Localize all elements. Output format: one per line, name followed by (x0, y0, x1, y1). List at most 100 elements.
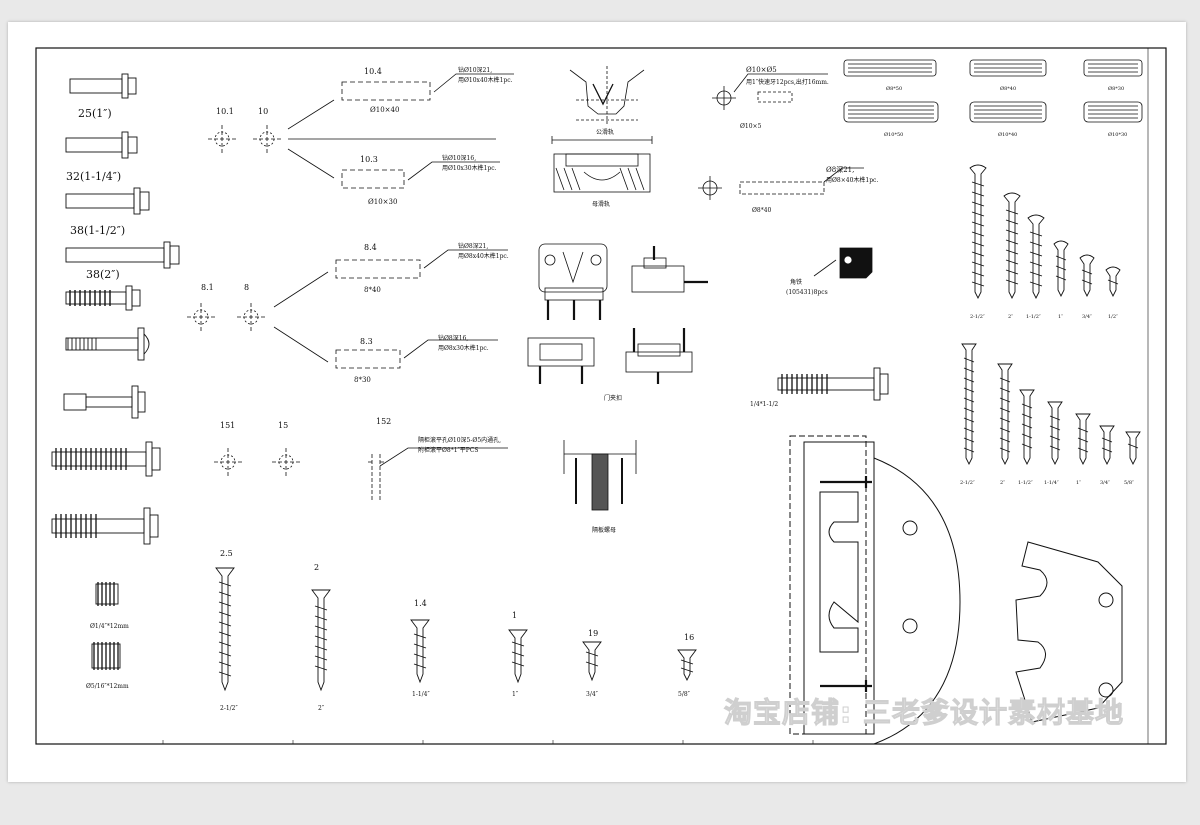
bolt-icon (65, 131, 138, 159)
dowel-note: 用Ø8x30木榫1pc. (438, 344, 489, 352)
screw-num: 16 (684, 633, 694, 642)
hardware-drawing: 25(1″) 32(1-1/4″) 38(1-1/2″) 38(2″) Ø1/4… (35, 47, 1167, 745)
wood-insert-bolt-icon (51, 507, 159, 545)
screw-icon (215, 567, 235, 692)
screw-icon (677, 649, 697, 682)
screw-icon (311, 589, 331, 692)
bracket-hole (902, 520, 918, 536)
dowel-outline (341, 81, 431, 101)
right-screws-upper (969, 164, 1121, 300)
screw-size: 2-1/2″ (220, 705, 239, 712)
cam-labels: Ø10×Ø5 用1″快速牙12pcs,出打16mm. Ø10×5 Ø8深21, … (740, 66, 878, 296)
screw-size: 3/4″ (586, 691, 599, 698)
screw-num: 1.4 (414, 599, 427, 608)
screw-icon (582, 641, 602, 682)
dowel-group-15 (214, 447, 508, 500)
corner-note: 角铁 (790, 278, 802, 286)
corner-note: (105431)8pcs (786, 289, 828, 296)
screw-icon (1003, 192, 1021, 300)
dowel-num: 152 (376, 417, 391, 426)
screw-size: 1″ (1076, 480, 1081, 486)
dowel-outline (341, 169, 405, 189)
screw-size: 3/4″ (1082, 314, 1092, 320)
crosshair-icon (272, 448, 300, 476)
hex-bolt-icon (777, 367, 889, 401)
screw-num: 2 (314, 563, 319, 572)
bolt-label: 25(1″) (78, 107, 112, 120)
dowel-dim: Ø10×30 (368, 198, 397, 206)
bracket-hole (1098, 592, 1114, 608)
dowel-outline (335, 259, 421, 279)
screw-icon (410, 619, 430, 684)
dowel-num: 8 (244, 283, 249, 292)
crosshair-icon (253, 125, 281, 153)
screw-size: 5/8″ (678, 691, 691, 698)
wood-dowel-label: Ø10*40 (998, 131, 1017, 138)
dowel-note: 钻Ø8深16, (438, 334, 468, 342)
female-rail-label: 母滑轨 (592, 200, 610, 208)
screw-icon (997, 363, 1013, 466)
cam-and-dowel (698, 73, 873, 279)
bolt-column (51, 73, 180, 670)
crosshair-icon (214, 448, 242, 476)
screw-icon (1027, 214, 1045, 300)
dowel-group-10-labels: 10.1 10 10.4 Ø10×40 钻Ø10深21, 用Ø10x40木榫1p… (216, 66, 513, 206)
dowel-num: 15 (278, 421, 288, 430)
dowel-outline (739, 181, 825, 195)
dowel-num: 8.1 (201, 283, 214, 292)
wood-dowels (843, 59, 1143, 123)
dowel-group-8-labels: 8.1 8 8.4 8*40 钻Ø8深21, 用Ø8x40木榫1pc. 8.3 … (201, 242, 509, 384)
right-screw-labels-middle: 2-1/2″ 2″ 1-1/2″ 1-1/4″ 1″ 3/4″ 5/8″ (960, 480, 1134, 486)
bolt-icon (69, 73, 137, 99)
bottom-screw-labels: 2.5 2-1/2″ 2 2″ 1.4 1-1/4″ 1 1″ 19 3/4″ … (220, 549, 694, 712)
dowel-outline (335, 349, 401, 369)
bolt-icon (65, 241, 180, 269)
dowel-note: 附柜滚平Ø8*1″平PCS (418, 446, 479, 454)
right-screws-middle (961, 343, 1141, 466)
bolt-labels: 25(1″) 32(1-1/4″) 38(1-1/2″) 38(2″) Ø1/4… (66, 107, 129, 690)
door-latch-icon (527, 337, 595, 384)
dowel8-note: 用Ø8×40木榫1pc. (826, 176, 878, 184)
dowel-note: 用Ø8x40木榫1pc. (458, 252, 509, 260)
right-screw-labels-upper: 2-1/2″ 2″ 1-1/2″ 1″ 3/4″ 1/2″ (970, 314, 1118, 320)
dowel-num: 151 (220, 421, 235, 430)
wood-dowel-label: Ø8*30 (1108, 85, 1124, 92)
dowel-note: 钻Ø8深21, (458, 242, 488, 250)
bracket-plate-detail (1015, 541, 1123, 723)
barrel-nut-bolt-icon (63, 385, 146, 419)
screw-icon (1099, 425, 1115, 466)
screw-size: 1″ (1058, 314, 1063, 320)
hinge-icon (631, 246, 708, 293)
dowel-note: 钻Ø10深21, (458, 66, 492, 74)
screw-size: 1/2″ (1108, 314, 1118, 320)
bed-rail-bracket (789, 435, 961, 745)
machine-screw-icon (65, 327, 150, 361)
dowel-num: 8.4 (364, 243, 377, 252)
group-15-labels: 151 15 152 隔柜滚平孔Ø10深5-Ø5内通孔, 附柜滚平Ø8*1″平P… (220, 417, 501, 454)
crosshair-icon (187, 303, 215, 331)
dowel8-bottom: Ø8*40 (752, 207, 772, 214)
screw-icon (1125, 431, 1141, 466)
dowel-dim: Ø10×40 (370, 106, 399, 114)
bolt-icon (65, 187, 150, 215)
screw-icon (1105, 266, 1121, 298)
dowel-note: 隔柜滚平孔Ø10深5-Ø5内通孔, (418, 436, 501, 444)
dowel-num: 10.1 (216, 107, 234, 116)
screw-size: 2″ (318, 705, 325, 712)
wood-dowel-label: Ø10*30 (1108, 131, 1127, 138)
drawing-sheet: 25(1″) 32(1-1/4″) 38(1-1/2″) 38(2″) Ø1/4… (8, 22, 1186, 782)
insert-label: Ø5/16″*12mm (86, 683, 129, 690)
wood-dowel-icon (1083, 101, 1143, 123)
female-rail-icon (551, 136, 653, 193)
screw-size: 2″ (1000, 480, 1005, 486)
male-rail-icon (569, 66, 645, 126)
drawing-frame (35, 47, 1167, 745)
screw-num: 2.5 (220, 549, 233, 558)
screw-icon (1053, 240, 1069, 298)
dowel-note: 钻Ø10深16, (442, 154, 476, 162)
dowel-group-10 (208, 73, 514, 189)
crosshair-icon (698, 176, 722, 200)
screw-size: 2″ (1008, 314, 1013, 320)
panel-insert-icon (563, 440, 637, 511)
screw-icon (508, 629, 528, 684)
